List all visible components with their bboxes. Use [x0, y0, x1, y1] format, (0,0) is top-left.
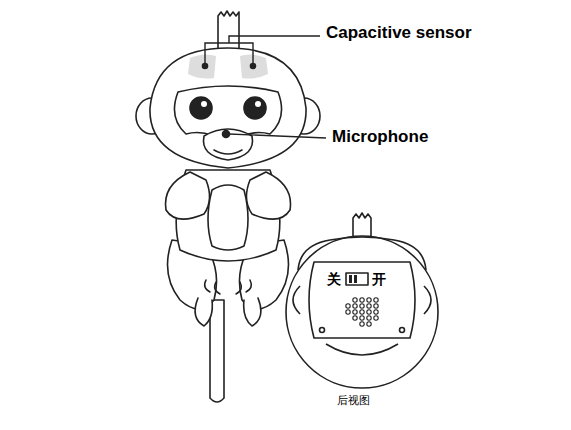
eye	[190, 97, 212, 119]
left-arm	[166, 172, 210, 219]
left-foot	[195, 298, 212, 326]
eye	[244, 97, 266, 119]
back-view-outline	[286, 236, 438, 388]
switch-knob	[354, 275, 357, 283]
head	[150, 48, 306, 168]
hair-tuft	[218, 11, 239, 52]
sensor-dot	[203, 64, 208, 69]
right-arm	[246, 172, 290, 219]
right-foot	[244, 298, 261, 326]
fingers	[205, 280, 252, 294]
switch-knob	[349, 275, 352, 283]
switch-label: 关	[327, 271, 341, 287]
leader-line	[229, 36, 320, 43]
screw	[400, 328, 405, 333]
power-switch	[346, 273, 368, 285]
tail	[210, 300, 224, 402]
eye-shine	[255, 101, 261, 107]
speaker-grille	[346, 298, 378, 326]
sensor-bracket	[205, 43, 253, 64]
face	[174, 86, 281, 146]
part-label: Capacitive sensor	[326, 23, 472, 43]
microphone-dot	[223, 131, 230, 138]
screw	[320, 328, 325, 333]
belly	[208, 185, 248, 250]
mouth	[214, 150, 242, 154]
body-curve	[326, 344, 398, 355]
leader-line	[229, 134, 326, 138]
switch-label: 开	[372, 271, 386, 287]
back-plate	[309, 262, 415, 338]
part-label: Microphone	[332, 127, 428, 147]
sensor-dot	[251, 64, 256, 69]
sensor-pad	[188, 54, 216, 78]
eye-shine	[201, 101, 207, 107]
muzzle	[204, 129, 253, 160]
sensor-pad	[240, 54, 268, 78]
view-caption: 后视图	[337, 394, 370, 407]
